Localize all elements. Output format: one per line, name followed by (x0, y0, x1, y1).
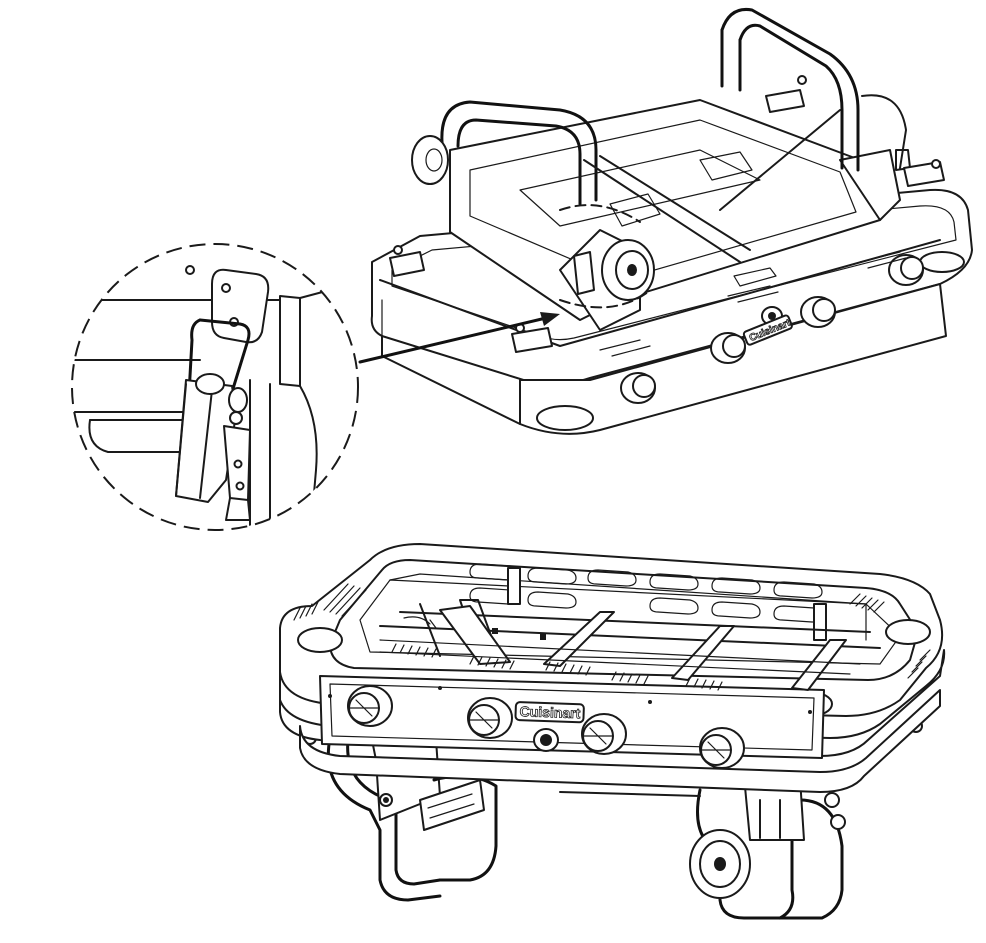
grill-upright-view: Cuisinart (279, 543, 946, 920)
control-knob (620, 372, 656, 404)
latch-detail-callout (71, 243, 359, 531)
control-knob (800, 296, 836, 328)
wheel (601, 239, 655, 301)
control-knob-1 (347, 685, 393, 727)
control-knob (710, 332, 746, 364)
grill-folded-view: Cuisinart (370, 7, 973, 435)
rim-vents (293, 583, 931, 691)
control-knob-2 (467, 697, 513, 739)
control-knob (888, 254, 924, 286)
wheel (411, 135, 449, 185)
svg-text:Cuisinart: Cuisinart (519, 703, 581, 721)
wheel (689, 829, 751, 899)
igniter-button (533, 728, 559, 752)
brand-logo: Cuisinart (514, 701, 585, 724)
control-knob-3 (581, 713, 627, 755)
control-knob-4 (699, 727, 745, 769)
callout-pointer-arrow (358, 312, 560, 364)
